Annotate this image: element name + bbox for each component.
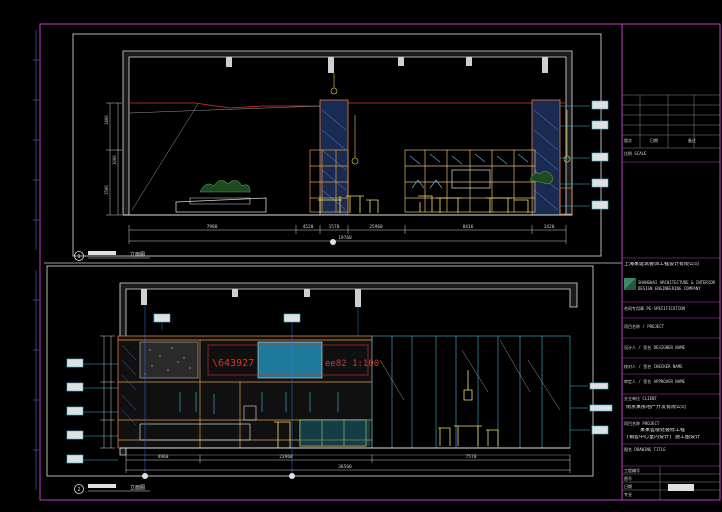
upper-dim-5: 8416	[463, 224, 474, 230]
lower-left-tags	[66, 358, 118, 464]
upper-furniture	[318, 195, 529, 213]
upper-elevation[interactable]: 7980 4520 1570 25960 8416 1420 19760 140…	[74, 50, 609, 261]
upper-vdim-1: 1400	[104, 115, 109, 125]
lower-guide-lines	[144, 305, 359, 478]
lower-dim-2: 23960	[279, 454, 293, 460]
upper-viewport-frame	[72, 33, 602, 257]
company-name-en-2: DESIGN ENGINEERING COMPANY	[638, 286, 701, 291]
company-name-en-1: SHANGHAI ARCHITECTURE & INTERIOR	[638, 280, 716, 285]
upper-dim-total: 19760	[338, 235, 352, 241]
upper-view-title-bar	[88, 251, 116, 255]
client-name: 南京某房地产开发有限公司	[626, 405, 687, 410]
lower-stone-panel	[139, 341, 199, 379]
upper-dim-2: 4520	[303, 224, 314, 230]
upper-bookshelf-left	[309, 149, 349, 213]
title-block-seal	[668, 484, 694, 491]
upper-dimension-chain	[128, 225, 567, 244]
lower-hanging-panels	[179, 392, 339, 421]
lower-dim-total: 36560	[338, 464, 352, 470]
lower-axis-bubble-2	[289, 473, 295, 479]
upper-dim-3: 1570	[329, 224, 340, 230]
lower-dim-3: 7570	[466, 454, 477, 460]
bottom-row-1: 工程编号	[624, 468, 640, 473]
lower-tag-top	[153, 313, 301, 323]
lower-display-board	[257, 341, 323, 379]
lower-right-tags	[570, 382, 613, 435]
upper-vdim-3: 1500	[104, 185, 109, 195]
project-name-2: (销售中心室内设计) 施工图设计	[626, 435, 701, 440]
lower-view-title: 立面图	[130, 484, 145, 491]
lower-dimension-chain	[125, 455, 571, 473]
bottom-row-3: 日期	[624, 484, 632, 489]
rev-header-1: 版次	[624, 138, 632, 143]
lower-viewport-frame	[46, 265, 594, 477]
lower-wood-wall	[121, 344, 137, 426]
upper-shelf-decor	[409, 153, 529, 189]
designer-row: 设计人 / 签名 DESIGNER NAME	[624, 345, 685, 350]
upper-dim-4: 25960	[369, 224, 383, 230]
upper-axis-bubble	[330, 239, 336, 245]
project-name-1: 某某售楼处装修工程	[640, 428, 686, 433]
lower-axis-bubble-1	[142, 473, 148, 479]
project-label-row: 项目名称 / PROJECT	[624, 324, 665, 329]
upper-planter	[175, 171, 553, 213]
project-label: 项目名称 PROJECT	[624, 421, 660, 426]
lower-dim-1: 4960	[158, 454, 169, 460]
company-name-cn: 上海某建筑装饰工程设计有限公司	[624, 262, 700, 267]
title-block-frame	[621, 23, 721, 501]
upper-bookshelf-right	[404, 149, 536, 213]
lower-view-tag-number: 2	[77, 487, 80, 493]
upper-view-tag-circle	[74, 251, 84, 261]
lower-red-note-left: \643927	[212, 358, 254, 369]
upper-view-tag-number: 1	[77, 254, 80, 260]
upper-column-right	[531, 99, 561, 216]
upper-pendant-lamps	[330, 73, 571, 165]
approver-row: 审定人 / 签名 APPROVER NAME	[624, 379, 685, 384]
lower-counter	[139, 423, 251, 441]
upper-vdim-2: 1000	[112, 155, 117, 165]
upper-column-left	[319, 99, 349, 216]
title-block-rows	[622, 161, 720, 467]
client-label: 业主单位 CLIENT	[624, 396, 657, 401]
rev-header-3: 备注	[688, 138, 696, 143]
upper-dim-6: 1420	[544, 224, 555, 230]
bottom-row-4: 专业	[624, 492, 632, 497]
left-margin-scale	[33, 30, 39, 490]
rev-header-2: 日期	[650, 138, 658, 143]
lower-red-note-right: ee82 1:100	[325, 359, 379, 369]
lower-left-dimensions	[100, 335, 115, 449]
lower-view-tag-circle	[74, 484, 84, 494]
bottom-row-2: 图号	[624, 476, 632, 481]
lower-elevation[interactable]: \643927 ee82 1:100	[66, 282, 613, 494]
title-block-revision-grid	[622, 94, 720, 149]
lower-ceiling-lights	[141, 289, 361, 307]
title-block[interactable]	[621, 23, 721, 501]
lower-teal-cabinet	[300, 420, 370, 446]
lower-stone-texture	[144, 347, 191, 375]
upper-material-tags	[560, 100, 609, 210]
upper-door-frame	[559, 187, 573, 215]
upper-view-title: 立面图	[130, 251, 145, 258]
lower-view-title-bar	[88, 484, 116, 488]
stamp-text: 合同专用章 PE-SPECIFICATION	[624, 306, 685, 311]
drawing-title-label: 图名 DRAWING TITLE	[624, 447, 666, 452]
scale-label: 比例 SCALE	[624, 151, 647, 156]
lower-wall-red-band	[207, 344, 369, 376]
upper-left-dimensions	[106, 102, 122, 216]
lower-glass-wall	[371, 335, 571, 449]
upper-ceiling-lights	[226, 57, 548, 73]
checker-row: 校对人 / 签名 CHECKER NAME	[624, 364, 683, 369]
upper-dim-1: 7980	[207, 224, 218, 230]
